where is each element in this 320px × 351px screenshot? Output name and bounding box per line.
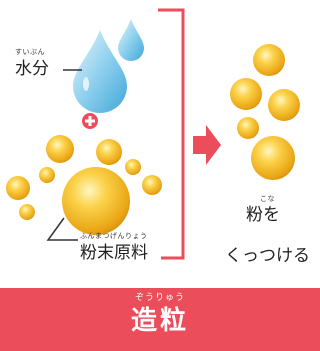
arrow-right-icon <box>193 125 221 165</box>
result-label-line2: くっつける <box>225 246 310 266</box>
plus-icon <box>82 113 98 129</box>
powder-ruby: ふんまつげんりょう <box>80 232 148 240</box>
powder-label: 粉末原料 <box>80 243 148 263</box>
powder-leader-line <box>46 217 78 241</box>
water-drop-large <box>73 30 127 113</box>
footer-title: 造粒 <box>130 306 189 336</box>
bracket <box>158 8 185 260</box>
result-label-line1: 粉を <box>246 205 280 225</box>
footer-ruby: ぞうりゅう <box>134 293 185 303</box>
footer-band: ぞうりゅう 造粒 <box>0 288 320 351</box>
result-ruby: こな <box>260 195 275 203</box>
water-label: 水分 <box>15 59 49 79</box>
granule-cluster <box>230 44 300 180</box>
water-ruby: すいぶん <box>15 48 45 56</box>
water-drop-small <box>118 19 144 61</box>
powder-particles <box>6 135 162 235</box>
